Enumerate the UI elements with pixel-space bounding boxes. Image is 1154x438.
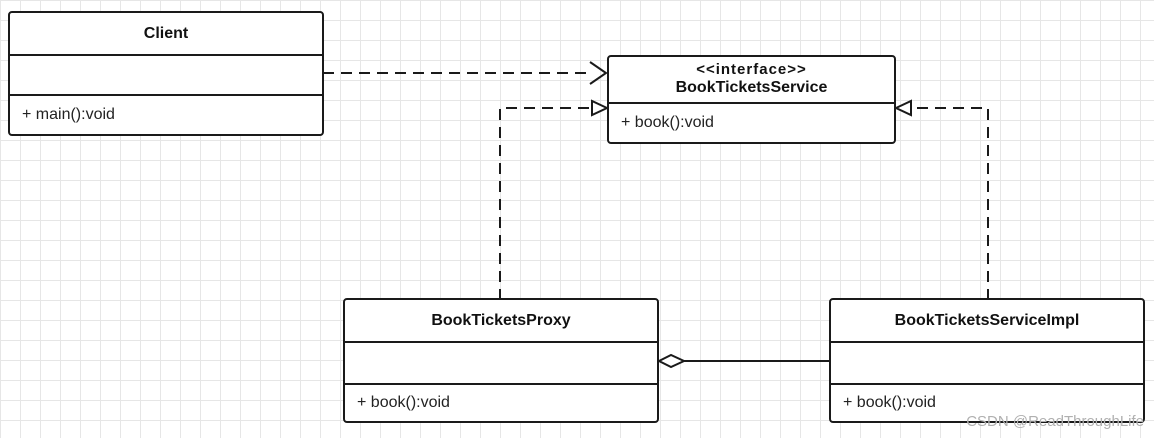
- method-main: + main():void: [22, 106, 115, 123]
- class-proxy-attributes: [345, 343, 657, 385]
- class-name: BookTicketsServiceImpl: [894, 311, 1080, 329]
- hollow-diamond-icon: [656, 353, 687, 369]
- class-impl-methods: + book():void: [831, 385, 1143, 421]
- class-client[interactable]: Client + main():void: [8, 11, 324, 136]
- hollow-triangle-arrowhead: [591, 99, 610, 117]
- interface-methods: + book():void: [609, 104, 894, 142]
- hollow-triangle-arrowhead: [893, 99, 912, 117]
- method-book: + book():void: [357, 394, 450, 411]
- stereotype-label: <<interface>>: [696, 61, 807, 78]
- open-arrowhead: [589, 61, 608, 85]
- class-name: BookTicketsProxy: [431, 311, 571, 329]
- watermark: CSDN @ReadThroughLife: [966, 413, 1144, 430]
- class-book-tickets-service-impl[interactable]: BookTicketsServiceImpl + book():void: [829, 298, 1145, 423]
- method-book: + book():void: [843, 394, 936, 411]
- realization-proxy-to-service: [499, 107, 592, 300]
- class-book-tickets-proxy[interactable]: BookTicketsProxy + book():void: [343, 298, 659, 423]
- interface-book-tickets-service[interactable]: <<interface>> BookTicketsService + book(…: [607, 55, 896, 144]
- class-client-header: Client: [10, 13, 322, 56]
- class-impl-header: BookTicketsServiceImpl: [831, 300, 1143, 343]
- class-client-methods: + main():void: [10, 96, 322, 134]
- class-name: BookTicketsService: [675, 79, 828, 96]
- method-book: + book():void: [621, 114, 714, 131]
- class-client-attributes: [10, 56, 322, 96]
- interface-header: <<interface>> BookTicketsService: [609, 57, 894, 104]
- class-proxy-header: BookTicketsProxy: [345, 300, 657, 343]
- class-name: Client: [143, 24, 189, 42]
- class-impl-attributes: [831, 343, 1143, 385]
- realization-impl-to-service: [911, 107, 989, 300]
- class-proxy-methods: + book():void: [345, 385, 657, 421]
